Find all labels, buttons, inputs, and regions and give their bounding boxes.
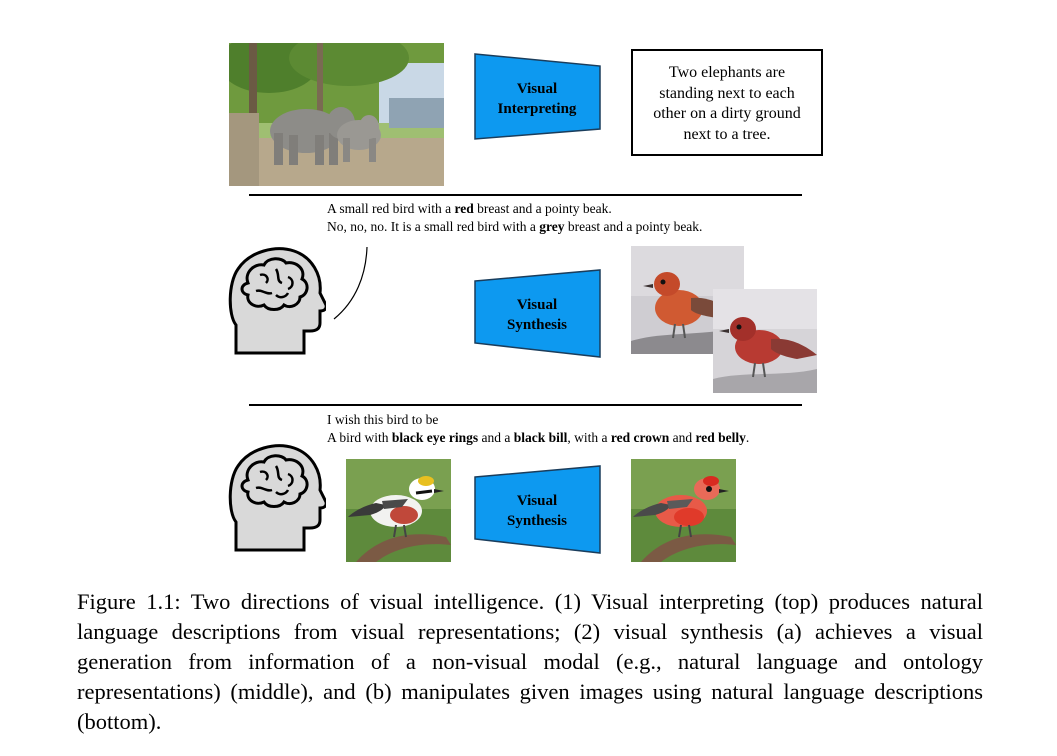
model-label-line2: Synthesis <box>506 513 568 529</box>
wish-line-1: I wish this bird to be <box>327 411 438 429</box>
wish-bold: black bill <box>513 430 568 445</box>
wish-text: A bird with <box>327 430 392 445</box>
divider-top <box>249 194 802 196</box>
visual-interpreting-label: Visual Interpreting <box>474 79 600 119</box>
figure-caption: Figure 1.1: Two directions of visual int… <box>77 589 983 734</box>
manipulated-bird-photo <box>631 459 736 562</box>
speech-text: A small red bird with a <box>327 201 455 216</box>
caption-line: standing next to each <box>659 84 795 102</box>
model-label-line1: Visual <box>516 297 558 313</box>
visual-synthesis-model-middle <box>474 269 601 358</box>
wish-bold: red belly <box>695 430 746 445</box>
human-head-with-brain-icon <box>228 444 326 552</box>
generated-bird-photo-2 <box>713 289 817 393</box>
wish-text: and <box>669 430 696 445</box>
visual-synthesis-label-bottom: Visual Synthesis <box>474 491 600 531</box>
speech-text: breast and a pointy beak. <box>564 219 703 234</box>
human-head-with-brain-icon <box>228 247 326 355</box>
speech-line-2: No, no, no. It is a small red bird with … <box>327 218 702 236</box>
model-label-line1: Visual <box>516 81 558 97</box>
speech-text: No, no, no. It is a small red bird with … <box>327 219 540 234</box>
speech-text: breast and a pointy beak. <box>473 201 612 216</box>
wish-bold: black eye rings <box>391 430 479 445</box>
speech-arc <box>333 246 368 320</box>
visual-synthesis-model-bottom <box>474 465 601 554</box>
speech-bold: red <box>454 201 474 216</box>
wish-bold: red crown <box>610 430 670 445</box>
generated-caption-box: Two elephants are standing next to each … <box>631 49 823 156</box>
elephants-photo <box>229 43 444 186</box>
speech-bold: grey <box>539 219 565 234</box>
wish-text: I wish this bird to be <box>327 412 439 427</box>
caption-line: other on a dirty ground <box>653 105 801 122</box>
wish-text: and a <box>478 430 514 445</box>
visual-synthesis-label-middle: Visual Synthesis <box>474 295 600 335</box>
model-label-line2: Interpreting <box>497 101 577 117</box>
wish-text: , with a <box>567 430 611 445</box>
visual-interpreting-model <box>474 53 601 140</box>
caption-line: next to a tree. <box>683 125 771 143</box>
speech-line-1: A small red bird with a red breast and a… <box>327 200 612 218</box>
wish-text: . <box>745 430 750 445</box>
wish-line-2: A bird with black eye rings and a black … <box>327 429 749 447</box>
model-label-line2: Synthesis <box>506 317 568 333</box>
input-bird-photo <box>346 459 451 562</box>
divider-bottom <box>249 404 802 406</box>
model-label-line1: Visual <box>516 493 558 509</box>
caption-line: Two elephants are <box>668 64 786 81</box>
